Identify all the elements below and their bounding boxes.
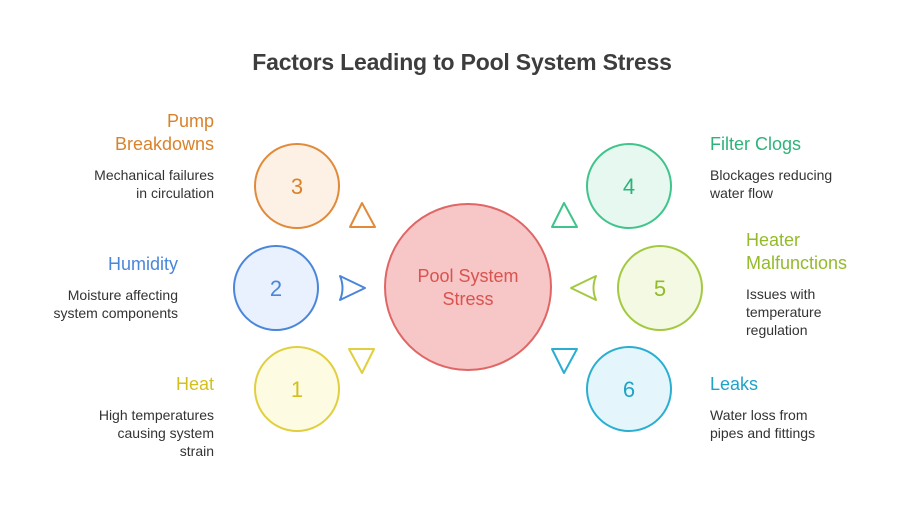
factor-number-2: 2 — [270, 276, 282, 301]
factor-number-5: 5 — [654, 276, 666, 301]
factor-node-2: 2 — [233, 245, 319, 331]
factor-name-5-line2: Malfunctions — [746, 253, 848, 273]
factor-label-5: Heater Malfunctions Issues with temperat… — [746, 229, 847, 339]
arrow-icon-1 — [348, 348, 375, 374]
factor-label-6: Leaks Water loss from pipes and fittings — [710, 373, 815, 442]
factor-name-1: Heat — [99, 373, 214, 396]
factor-circle-2 — [233, 245, 319, 331]
factor-name-1-line1: Heat — [175, 374, 214, 394]
factor-desc-4-line2: water flow — [710, 185, 774, 201]
factor-name-3: Pump Breakdowns — [94, 110, 214, 156]
factor-node-4: 4 — [586, 143, 672, 229]
factor-circle-1 — [254, 346, 340, 432]
factor-circle-6 — [586, 346, 672, 432]
center-node: Pool System Stress — [384, 203, 552, 371]
factor-name-2: Humidity — [54, 253, 178, 276]
factor-number-4: 4 — [623, 174, 635, 199]
factor-desc-5-line2: temperature — [746, 304, 822, 320]
factor-name-5: Heater Malfunctions — [746, 229, 847, 275]
factor-desc-5: Issues with temperature regulation — [746, 285, 847, 339]
factor-desc-5-line3: regulation — [746, 322, 808, 338]
factor-desc-4-line1: Blockages reducing — [710, 167, 833, 183]
factor-number-1: 1 — [291, 377, 303, 402]
factor-number-3: 3 — [291, 174, 303, 199]
factor-circle-5 — [617, 245, 703, 331]
factor-name-4: Filter Clogs — [710, 133, 832, 156]
center-label-line2: Stress — [442, 289, 493, 309]
factor-desc-3-line1: Mechanical failures — [94, 167, 214, 183]
factor-node-6: 6 — [586, 346, 672, 432]
factor-name-6-line1: Leaks — [710, 374, 759, 394]
factor-node-5: 5 — [617, 245, 703, 331]
factor-number-6: 6 — [623, 377, 635, 402]
factor-desc-3: Mechanical failures in circulation — [94, 166, 214, 202]
center-circle — [384, 203, 552, 371]
factor-node-1: 1 — [254, 346, 340, 432]
factor-node-3: 3 — [254, 143, 340, 229]
factor-label-4: Filter Clogs Blockages reducing water fl… — [710, 133, 832, 202]
factor-desc-2-line1: Moisture affecting — [67, 287, 178, 303]
diagram-title: Factors Leading to Pool System Stress — [252, 49, 672, 75]
arrow-icon-5 — [570, 275, 597, 301]
factor-desc-1-line3: strain — [179, 443, 214, 459]
factor-desc-1: High temperatures causing system strain — [99, 406, 214, 460]
factor-desc-6-line2: pipes and fittings — [710, 425, 816, 441]
factor-desc-6-line1: Water loss from — [710, 407, 808, 423]
factor-name-4-line1: Filter Clogs — [710, 134, 802, 154]
factor-circle-4 — [586, 143, 672, 229]
factor-name-3-line2: Breakdowns — [114, 134, 214, 154]
factor-label-1: Heat High temperatures causing system st… — [99, 373, 214, 460]
arrow-icon-2 — [339, 275, 366, 301]
factor-name-2-line1: Humidity — [107, 254, 178, 274]
factor-desc-6: Water loss from pipes and fittings — [710, 406, 815, 442]
factor-label-3: Pump Breakdowns Mechanical failures in c… — [94, 110, 214, 202]
factor-desc-2-line2: system components — [53, 305, 179, 321]
factor-desc-4: Blockages reducing water flow — [710, 166, 832, 202]
arrow-icon-3 — [349, 202, 376, 228]
factor-circle-3 — [254, 143, 340, 229]
factor-label-2: Humidity Moisture affecting system compo… — [54, 253, 179, 322]
factor-desc-2: Moisture affecting system components — [54, 286, 179, 322]
arrow-icon-4 — [551, 202, 578, 228]
factor-name-3-line1: Pump — [166, 111, 214, 131]
factor-desc-3-line2: in circulation — [136, 185, 214, 201]
arrow-icon-6 — [551, 348, 578, 374]
factor-name-5-line1: Heater — [746, 230, 801, 250]
factor-name-6: Leaks — [710, 373, 815, 396]
center-label-line1: Pool System — [417, 266, 518, 286]
factor-desc-1-line2: causing system — [117, 425, 214, 441]
factor-desc-1-line1: High temperatures — [98, 407, 214, 423]
factor-desc-5-line1: Issues with — [746, 286, 816, 302]
